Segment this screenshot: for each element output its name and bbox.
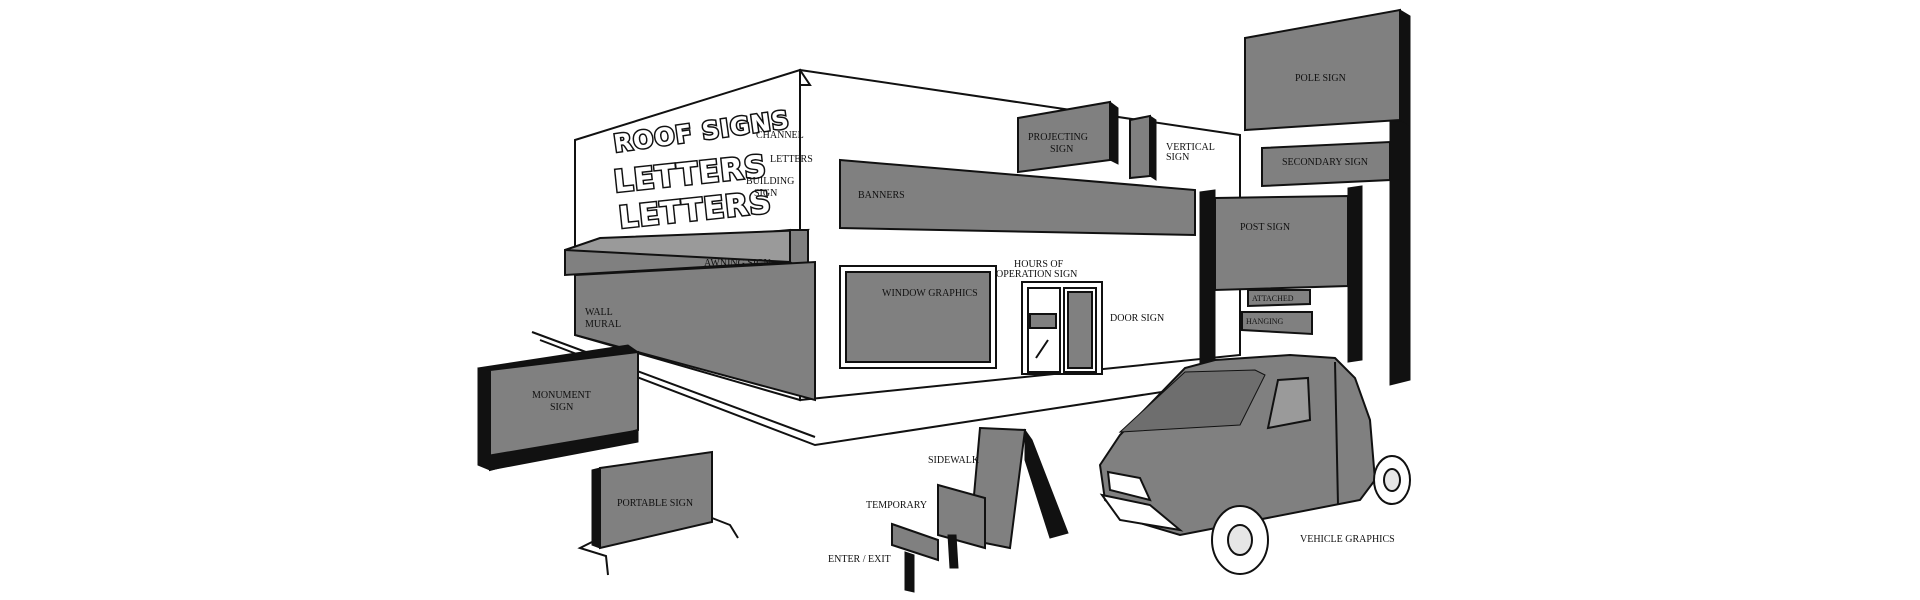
enter-exit-sign-post [904, 551, 915, 593]
temporary-sign: TEMPORARY [866, 483, 986, 569]
pole-sign-structure: POLE SIGN SECONDARY SIGN [1244, 8, 1411, 386]
temporary-sign-stake [947, 534, 959, 569]
vehicle-graphics-label: VEHICLE GRAPHICS [1300, 534, 1395, 545]
enter-exit-sign-face [891, 522, 939, 562]
monument-label-2: SIGN [550, 402, 573, 413]
secondary-sign [1261, 140, 1391, 188]
building-sign-label-2: SIGN [754, 188, 777, 199]
van: VEHICLE GRAPHICS [1098, 353, 1411, 575]
door-sign-label: DOOR SIGN [1110, 313, 1164, 324]
pole-post [1389, 111, 1411, 386]
van-grille [1106, 470, 1152, 502]
attached-label: ATTACHED [1252, 294, 1294, 303]
monument-sign: MONUMENT SIGN [477, 344, 640, 472]
van-front-hubcap [1227, 524, 1253, 556]
channel-label: CHANNEL [756, 130, 804, 141]
hours-label-1: HOURS OF [1014, 259, 1064, 270]
curb-edge [531, 331, 816, 438]
parapet [799, 69, 812, 86]
post-right [1347, 185, 1363, 363]
enter-exit-label: ENTER / EXIT [828, 554, 891, 565]
pole-sign-edge [1399, 9, 1411, 127]
awning-sign-label: AWNING SIGN [704, 258, 771, 269]
banner [839, 158, 1196, 237]
van-rear-hubcap [1383, 468, 1401, 492]
temporary-sign-face [937, 483, 986, 550]
door-sign [1067, 291, 1093, 369]
portable-leg-right [711, 517, 739, 539]
van-door-line [1334, 361, 1339, 506]
van-side-window [1266, 376, 1312, 430]
projecting-sign-edge [1109, 101, 1119, 165]
awning-sign: AWNING SIGN [564, 228, 810, 277]
entry-doors [1021, 281, 1103, 375]
portable-leg-left [577, 539, 609, 576]
monument-label-1: MONUMENT [532, 390, 591, 401]
sidewalk-label: SIDEWALK [928, 455, 980, 466]
door-handle [1035, 339, 1049, 359]
banners-label: BANNERS [858, 190, 905, 201]
temporary-label: TEMPORARY [866, 500, 927, 511]
building-sign-label-1: BUILDING [746, 176, 794, 187]
hanging-sign [1241, 311, 1313, 336]
door-left [1027, 287, 1061, 373]
portable-sign-label: PORTABLE SIGN [617, 498, 693, 509]
portable-sign-edge [591, 467, 601, 549]
window-graphics [845, 271, 991, 363]
vertical-sign [1129, 114, 1151, 180]
hours-label-2: OPERATION SIGN [996, 269, 1077, 280]
wall-mural-label-2: MURAL [585, 319, 621, 330]
monument-base [477, 367, 491, 471]
post-sign [1214, 194, 1349, 292]
post-sign-label: POST SIGN [1240, 222, 1290, 233]
van-bumper [1099, 493, 1184, 532]
monument-sign-bottom [489, 429, 639, 471]
window-graphics-label: WINDOW GRAPHICS [882, 288, 978, 299]
vertical-sign-edge [1149, 115, 1157, 181]
hours-of-operation-sign [1029, 313, 1057, 329]
vertical-sign-label-2: SIGN [1166, 152, 1189, 163]
portable-sign-face [599, 450, 713, 550]
projecting-sign-label-2: SIGN [1050, 144, 1073, 155]
wall-mural-label-1: WALL [585, 307, 613, 318]
projecting-sign-label-1: PROJECTING [1028, 132, 1088, 143]
attached-sign [1247, 289, 1311, 308]
pole-sign-label: POLE SIGN [1295, 73, 1346, 84]
monument-sign-top [477, 344, 640, 371]
portable-sign: PORTABLE SIGN [577, 450, 739, 576]
post-sign-structure: POST SIGN ATTACHED HANGING [1199, 185, 1363, 366]
wall-mural [574, 260, 816, 402]
sidewalk-sign-back [1024, 428, 1069, 539]
secondary-sign-label: SECONDARY SIGN [1282, 157, 1368, 168]
hanging-label: HANGING [1246, 317, 1284, 326]
pole-sign [1244, 8, 1401, 132]
van-windshield [1118, 369, 1266, 433]
enter-exit-sign: ENTER / EXIT [828, 522, 939, 593]
post-left [1199, 189, 1216, 366]
vertical-sign-label-1: VERTICAL [1166, 142, 1215, 153]
letters-label: LETTERS [770, 154, 813, 165]
